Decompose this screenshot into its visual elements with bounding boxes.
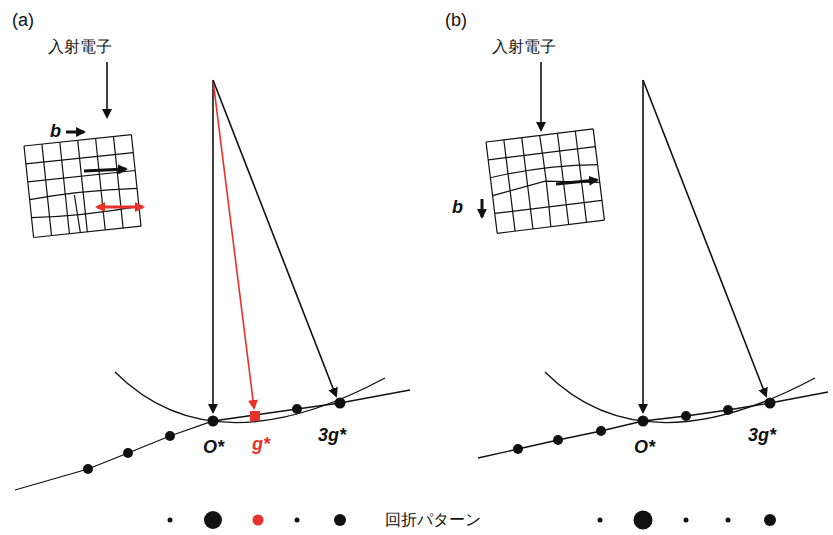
point-label: g*: [252, 434, 270, 455]
shift-arrow: [84, 169, 126, 171]
panel-label: (b): [445, 10, 467, 31]
burgers-label: b: [452, 197, 463, 218]
crystal-lattice: [486, 129, 604, 233]
incident-label: 入射電子: [492, 37, 556, 58]
incident-arrow: [106, 62, 108, 117]
point-label: 3g*: [318, 425, 346, 446]
crystal-lattice: [24, 135, 141, 238]
burgers-label: b: [50, 121, 61, 142]
burgers-arrow: [66, 131, 84, 134]
red-double-arrow: [97, 206, 143, 209]
shift-arrow: [556, 180, 597, 184]
beam-line: [212, 80, 214, 412]
burgers-arrow: [481, 199, 484, 217]
point-label: O*: [203, 437, 224, 458]
point-label: O*: [634, 437, 655, 458]
beam-line: [213, 80, 254, 408]
ewald-sphere: [545, 372, 815, 423]
panel-label: (a): [12, 10, 34, 31]
beam-line: [642, 80, 644, 412]
caption-label: 回折パターン: [385, 510, 481, 531]
point-label: 3g*: [748, 425, 776, 446]
incident-label: 入射電子: [48, 37, 112, 58]
lattice-point: [250, 411, 260, 421]
beam-line: [643, 80, 766, 396]
lattice-points: [83, 398, 346, 475]
incident-arrow: [540, 62, 542, 130]
beam-line: [213, 80, 336, 396]
reciprocal-line: [478, 392, 828, 458]
